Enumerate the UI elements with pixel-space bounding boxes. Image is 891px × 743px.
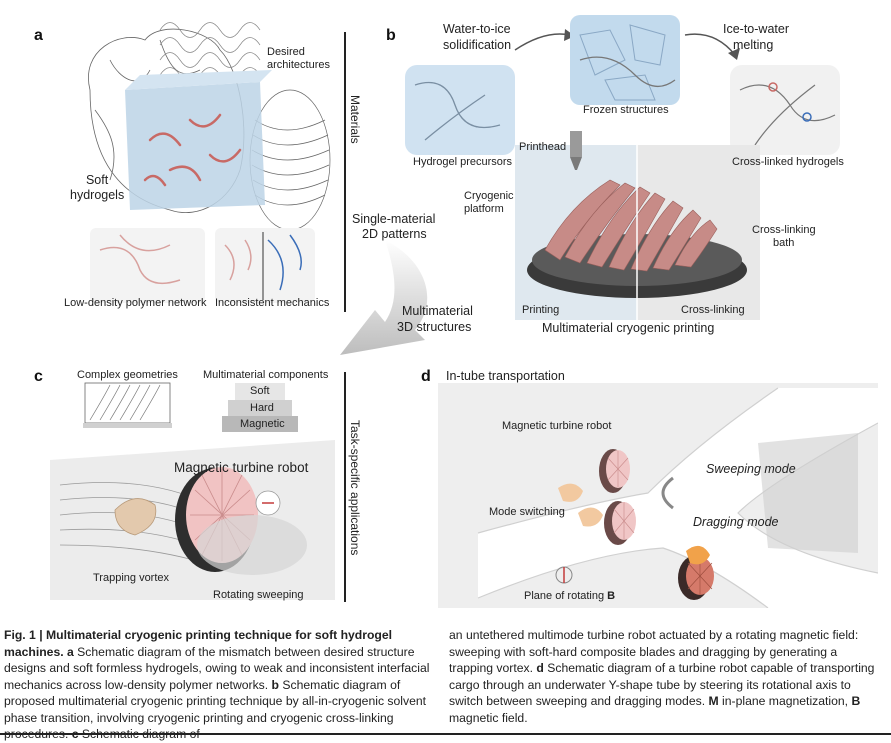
flow-arrow <box>340 240 428 355</box>
materials-label: Materials <box>348 95 362 144</box>
magnetic-layer <box>222 416 298 432</box>
frozen-structures-label: Frozen structures <box>583 104 669 116</box>
single-material-label-1: Single-material <box>352 212 436 226</box>
task-specific-label: Task-specific applications <box>348 420 362 556</box>
plane-of-rotating-label: Plane of rotating B <box>524 590 616 602</box>
sweeping-mode-label: Sweeping mode <box>706 462 796 476</box>
soft-hydrogels-label: Soft hydrogels <box>70 173 125 202</box>
bottom-rule <box>0 733 891 735</box>
panel-d-title: In-tube transportation <box>446 369 565 383</box>
hard-label: Hard <box>250 402 274 414</box>
mode-switching-label: Mode switching <box>489 506 565 518</box>
printhead-label: Printhead <box>519 141 567 153</box>
polymer-chains <box>143 113 242 187</box>
robot-label-c: Magnetic turbine robot <box>174 460 309 475</box>
inconsistent-box <box>215 228 315 303</box>
low-density-label: Low-density polymer network <box>64 297 207 309</box>
cross-linking-bath-label-2: bath <box>773 237 795 249</box>
hydrogel-cube <box>125 82 265 210</box>
cryogenic-platform-label-2: platform <box>464 203 504 215</box>
cross-linking-bath-label-1: Cross-linking <box>752 224 816 236</box>
water-to-ice-label-2: solidification <box>443 38 512 52</box>
multimaterial-label-2: 3D structures <box>397 320 472 334</box>
precursor-box <box>405 65 515 155</box>
soft-layer <box>235 383 285 400</box>
figure-title: Fig. 1 | Multimaterial cryogenic printin… <box>4 628 393 659</box>
cryogenic-platform-label-1: Cryogenic <box>464 190 514 202</box>
panel-b-title: Multimaterial cryogenic printing <box>542 321 715 335</box>
rotating-sweeping-label: Rotating sweeping <box>213 589 304 601</box>
turbine-blades <box>544 179 718 272</box>
robot-bottom <box>678 556 714 600</box>
complex-geometry-box <box>84 382 171 424</box>
cross-linked-hydrogels-label: Cross-linked hydrogels <box>732 156 844 168</box>
dragging-mode-label: Dragging mode <box>693 515 779 529</box>
ice-to-water-label-2: melting <box>733 38 774 52</box>
multimaterial-label-1: Multimaterial <box>402 304 473 318</box>
panel-c-letter: c <box>34 368 43 385</box>
ice-to-water-label-1: Ice-to-water <box>723 22 789 36</box>
cross-linking-label: Cross-linking <box>681 304 745 316</box>
panel-d-illustration <box>438 383 878 608</box>
robot-top <box>599 449 630 493</box>
caption-col-1: Fig. 1 | Multimaterial cryogenic printin… <box>4 628 430 741</box>
hydrogel-precursors-label: Hydrogel precursors <box>413 156 513 168</box>
printing-label: Printing <box>522 304 560 316</box>
robot-mid <box>604 501 636 545</box>
panel-a-letter: a <box>34 27 43 44</box>
hard-layer <box>228 400 292 416</box>
magnetic-label: Magnetic <box>240 418 285 430</box>
panel-d-letter: d <box>421 368 431 385</box>
soft-label: Soft <box>250 385 270 397</box>
panel-c-illustration <box>50 382 335 600</box>
printhead-icon <box>570 131 582 157</box>
panel-b-letter: b <box>386 27 396 44</box>
multimaterial-components-label: Multimaterial components <box>203 369 329 381</box>
inconsistent-mechanics-label: Inconsistent mechanics <box>215 297 330 309</box>
caption-col-2: an untethered multimode turbine robot ac… <box>449 628 875 725</box>
complex-geometries-label: Complex geometries <box>77 369 178 381</box>
task-divider <box>344 372 346 602</box>
panel-b-illustration <box>405 15 840 320</box>
materials-divider <box>344 32 346 312</box>
trapping-vortex-label: Trapping vortex <box>93 572 170 584</box>
low-density-box <box>90 228 205 303</box>
single-material-label-2: 2D patterns <box>362 227 427 241</box>
panel-a-illustration <box>88 22 331 303</box>
robot-label-d: Magnetic turbine robot <box>502 420 612 432</box>
water-to-ice-label-1: Water-to-ice <box>443 22 511 36</box>
desired-architectures-label: Desired architectures <box>267 46 330 71</box>
